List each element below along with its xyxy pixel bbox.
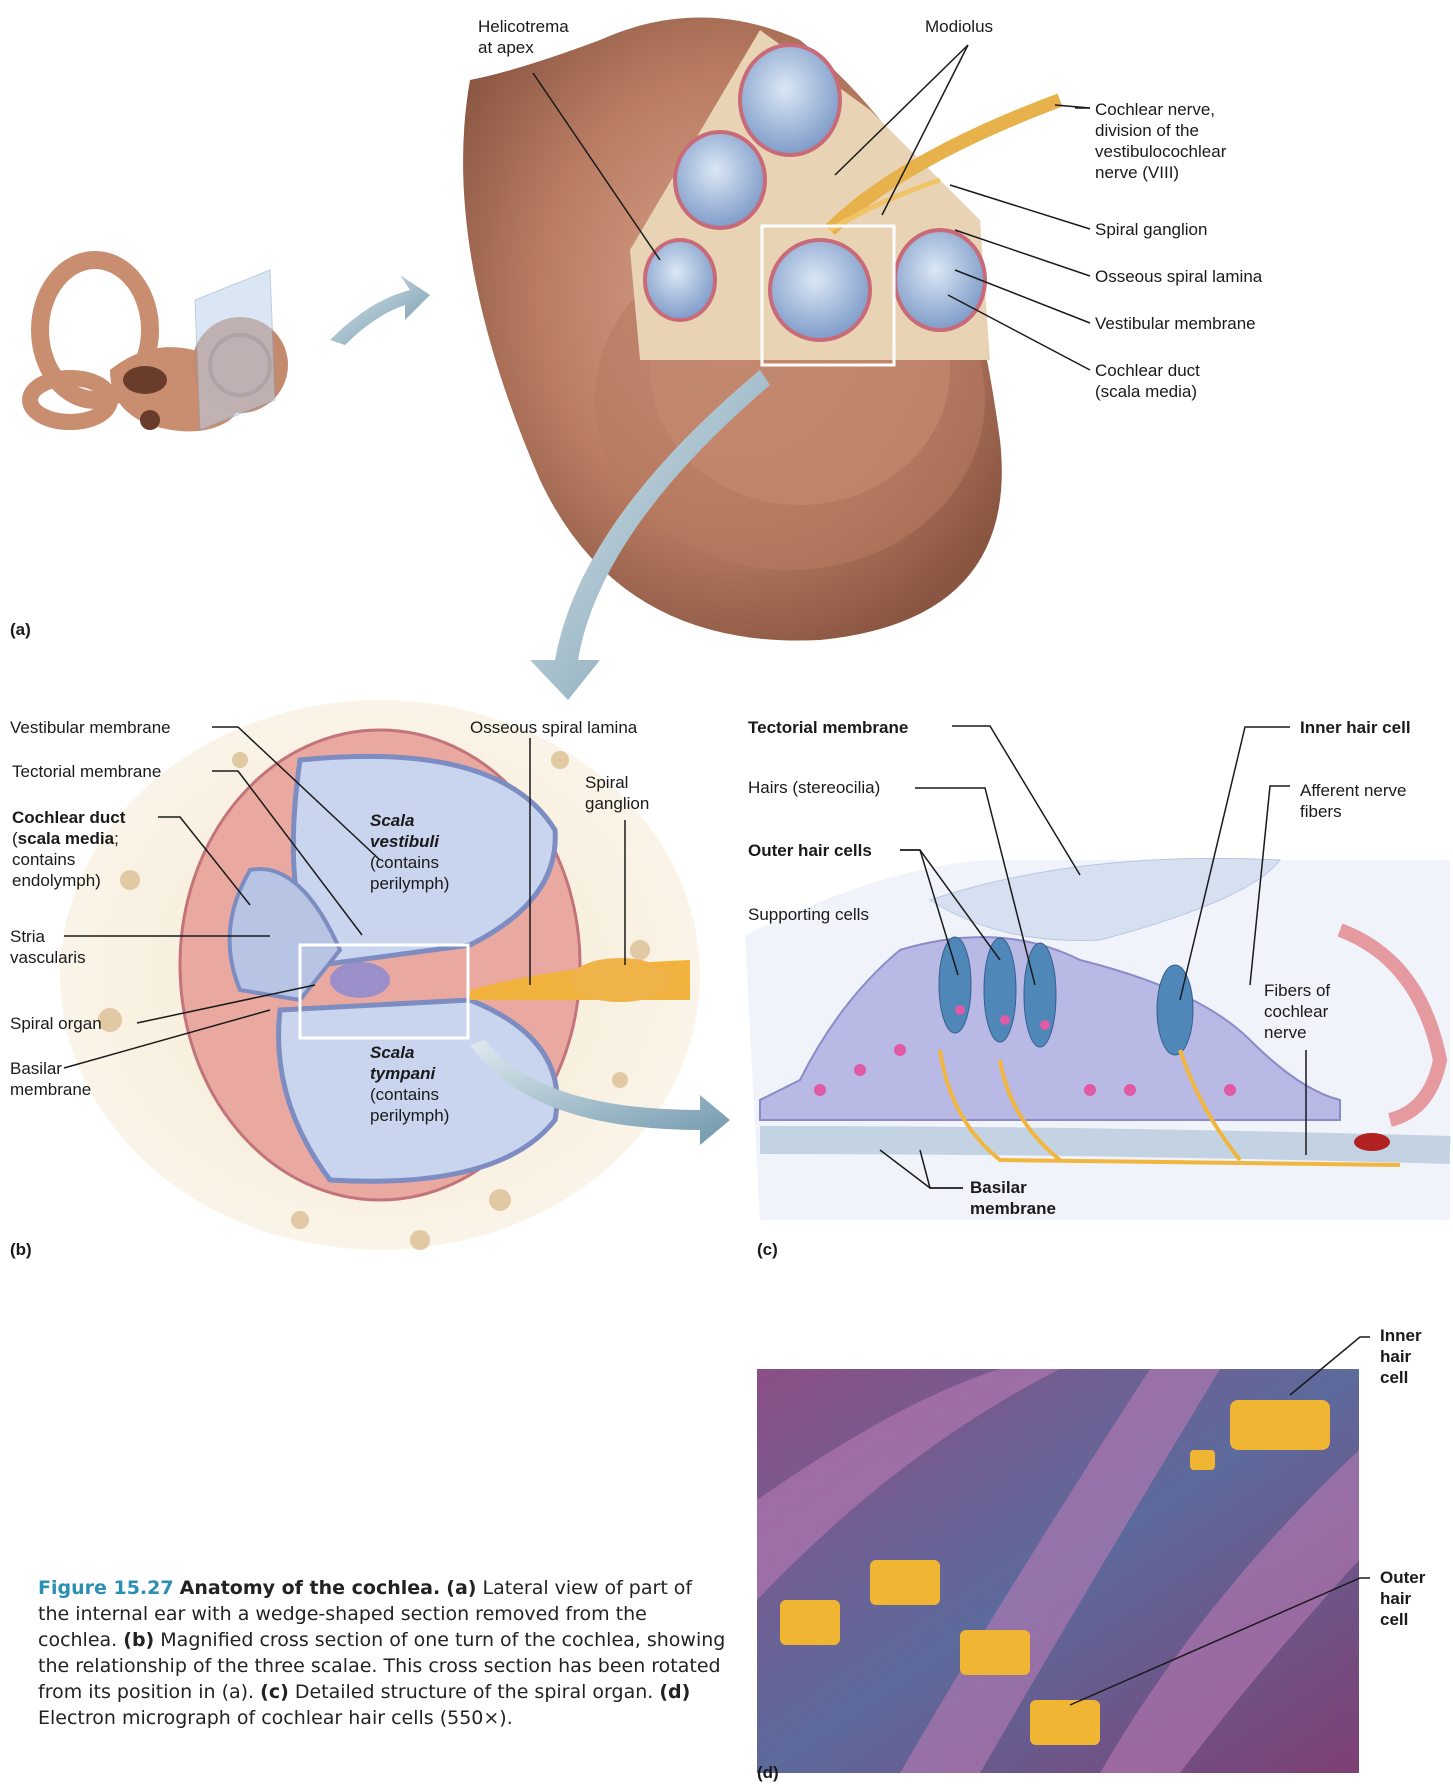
label-osseous-spiral-lamina: Osseous spiral lamina bbox=[1095, 266, 1262, 287]
label-vestibular-membrane: Vestibular membrane bbox=[1095, 313, 1256, 334]
inner-ear-thumbnail bbox=[30, 260, 288, 431]
label-c-supporting-cells: Supporting cells bbox=[748, 904, 869, 925]
label-scala-vestibuli: Scala vestibuli (contains perilymph) bbox=[370, 810, 449, 894]
label-c-tectorial-membrane: Tectorial membrane bbox=[748, 717, 908, 738]
label-d-outer-hair-cell: Outer hair cell bbox=[1380, 1567, 1425, 1630]
label-stria-vascularis: Stria vascularis bbox=[10, 926, 86, 968]
label-b-cochlear-duct: Cochlear duct (scala media; contains end… bbox=[12, 807, 125, 891]
label-modiolus: Modiolus bbox=[925, 16, 993, 37]
label-d-inner-hair-cell: Inner hair cell bbox=[1380, 1325, 1422, 1388]
panel-d-tag: (d) bbox=[757, 1763, 779, 1783]
caption-a-tag: (a) bbox=[446, 1577, 476, 1599]
label-c-basilar-membrane: Basilar membrane bbox=[970, 1177, 1056, 1219]
label-c-afferent-fibers: Afferent nerve fibers bbox=[1300, 780, 1406, 822]
label-scala-tympani: Scala tympani (contains perilymph) bbox=[370, 1042, 449, 1126]
label-cochlear-duct: Cochlear duct (scala media) bbox=[1095, 360, 1200, 402]
label-c-outer-hair-cells: Outer hair cells bbox=[748, 840, 872, 861]
cochlea-section bbox=[463, 18, 1060, 641]
panel-a-tag: (a) bbox=[10, 620, 31, 640]
label-b-tectorial-membrane: Tectorial membrane bbox=[12, 761, 161, 782]
caption-c-text: Detailed structure of the spiral organ. bbox=[295, 1681, 654, 1703]
label-spiral-organ: Spiral organ bbox=[10, 1013, 102, 1034]
label-basilar-membrane: Basilar membrane bbox=[10, 1058, 91, 1100]
label-b-osseous-spiral-lamina: Osseous spiral lamina bbox=[470, 717, 637, 738]
label-b-spiral-ganglion: Spiral ganglion bbox=[585, 772, 649, 814]
caption-c-tag: (c) bbox=[260, 1681, 289, 1703]
label-spiral-ganglion: Spiral ganglion bbox=[1095, 219, 1207, 240]
label-c-cochlear-nerve-fibers: Fibers of cochlear nerve bbox=[1264, 980, 1330, 1043]
label-b-vestibular-membrane: Vestibular membrane bbox=[10, 717, 171, 738]
panel-c-tag: (c) bbox=[757, 1240, 778, 1260]
label-helicotrema: Helicotrema at apex bbox=[478, 16, 569, 58]
caption-d-text: Electron micrograph of cochlear hair cel… bbox=[38, 1707, 513, 1729]
label-c-inner-hair-cell: Inner hair cell bbox=[1300, 717, 1411, 738]
panel-b-tag: (b) bbox=[10, 1240, 32, 1260]
figure-title: Anatomy of the cochlea. bbox=[180, 1577, 441, 1599]
electron-micrograph bbox=[757, 1369, 1359, 1773]
label-c-hairs: Hairs (stereocilia) bbox=[748, 777, 880, 798]
label-cochlear-nerve: Cochlear nerve, division of the vestibul… bbox=[1095, 99, 1226, 183]
caption-b-tag: (b) bbox=[123, 1629, 154, 1651]
figure-number: Figure 15.27 bbox=[38, 1577, 174, 1599]
figure-caption: Figure 15.27 Anatomy of the cochlea. (a)… bbox=[38, 1575, 728, 1731]
caption-d-tag: (d) bbox=[659, 1681, 690, 1703]
